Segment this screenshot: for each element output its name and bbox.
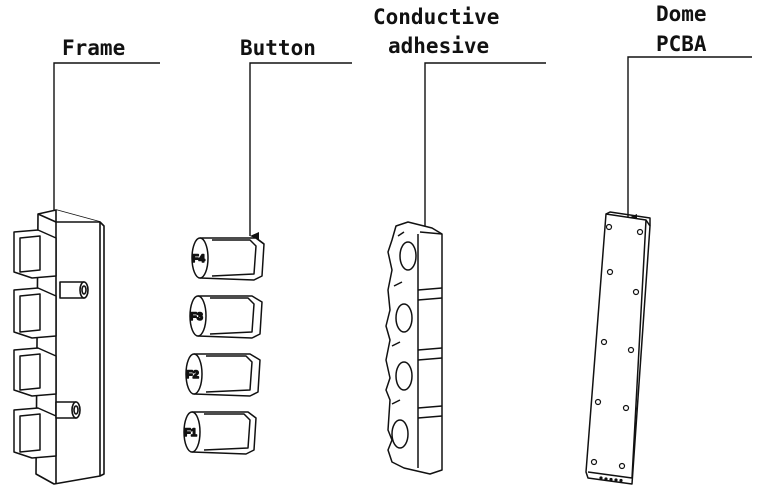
leader-dome [627, 56, 752, 222]
label-conductive-adhesive-line2: adhesive [388, 34, 490, 58]
label-frame: Frame [62, 36, 126, 60]
button-f4: F4 [191, 237, 265, 281]
dome-pcba-part [585, 211, 651, 485]
leader-frame [53, 62, 160, 222]
button-key-f3: F3 [190, 311, 203, 323]
frame-part [13, 209, 105, 485]
leader-button [249, 62, 352, 240]
button-key-f2: F2 [186, 369, 199, 381]
button-f2: F2 [185, 353, 261, 397]
buttons-group: F4 F3 F2 F1 [183, 237, 265, 455]
button-f1: F1 [183, 411, 257, 455]
button-key-f1: F1 [184, 427, 197, 439]
label-conductive-adhesive-line1: Conductive [373, 5, 500, 29]
label-dome-line2: PCBA [656, 32, 707, 56]
conductive-adhesive-part [385, 221, 443, 475]
leader-adhesive [424, 62, 546, 238]
button-f3: F3 [189, 295, 263, 339]
label-button: Button [240, 36, 316, 60]
button-key-f4: F4 [192, 253, 206, 265]
label-dome-line1: Dome [656, 2, 707, 26]
